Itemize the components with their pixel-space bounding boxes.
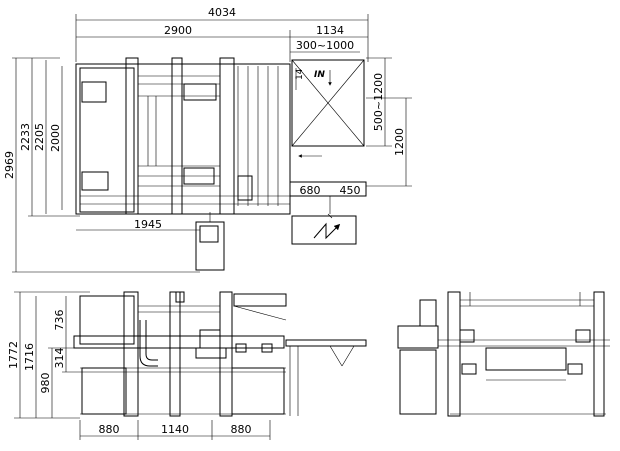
dim-front-b: 736 [53,310,66,331]
small-dim: 14 [295,68,305,80]
plan-bottom-dimensions: 1945 680 450 [76,184,366,231]
dim-front-bottom-b: 1140 [161,423,189,436]
plan-machine-frame [75,57,291,215]
dim-bottom-main: 1945 [134,218,162,231]
dim-front-c: 314 [53,348,66,369]
plan-control-box [195,212,225,271]
dim-range: 300~1000 [296,39,354,52]
front-bottom-dimensions: 880 1140 880 [79,420,271,440]
plan-view: 4034 2900 1134 300~1000 2969 2233 2205 2… [3,6,412,273]
dim-depth-b: 2205 [33,123,46,151]
side-view [397,291,610,417]
dim-overall-width: 4034 [208,6,236,19]
dim-front-d: 980 [39,373,52,394]
front-machine-body [73,291,287,417]
dim-bottom-a: 680 [300,184,321,197]
plan-right-dimensions: 500~1200 1200 [366,57,412,187]
dim-depth-a: 2233 [19,123,32,151]
dim-front-bottom-a: 880 [99,423,120,436]
dim-overall-depth: 2969 [3,151,16,179]
plan-entry-box: IN 14 [291,59,365,158]
dim-side-width: 1134 [316,24,344,37]
dim-front-overall-height: 1772 [7,341,20,369]
dim-front-a: 1716 [23,343,36,371]
dim-main-width: 2900 [164,24,192,37]
dim-height-right: 1200 [393,128,406,156]
plan-exit-conveyor [289,181,367,219]
dim-range-right: 500~1200 [372,73,385,131]
flow-direction-symbol [291,215,357,245]
in-label: IN [314,70,325,80]
plan-top-dimensions: 4034 2900 1134 300~1000 [75,6,369,62]
dim-bottom-b: 450 [340,184,361,197]
front-left-dimensions: 1772 1716 736 314 980 [7,291,90,419]
front-view: 1772 1716 736 314 980 [7,291,367,440]
front-output-conveyor [285,339,367,416]
plan-left-dimensions: 2969 2233 2205 2000 [3,57,200,273]
dim-front-bottom-c: 880 [231,423,252,436]
dim-depth-c: 2000 [49,124,62,152]
